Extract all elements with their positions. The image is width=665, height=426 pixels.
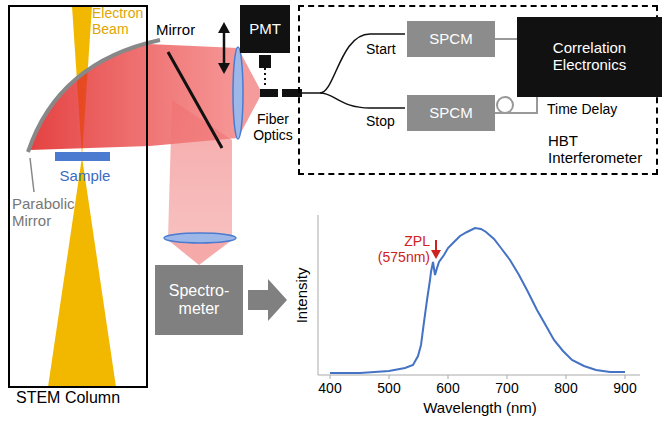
axis xyxy=(318,215,319,375)
electron-beam xyxy=(48,157,116,387)
leader-line xyxy=(30,158,34,192)
zpl-label: ZPL (575nm) xyxy=(370,234,430,265)
tick-label: 400 xyxy=(310,381,350,397)
fiber xyxy=(302,34,405,93)
mirror-label: Parabolic Mirror xyxy=(12,196,84,230)
fiber xyxy=(320,93,405,108)
tick-label: 600 xyxy=(428,381,468,397)
ticks xyxy=(330,375,625,379)
arrowhead xyxy=(431,250,441,259)
spcm-box: SPCM xyxy=(407,95,495,131)
fiber-connector xyxy=(260,89,278,97)
tick-label: 700 xyxy=(487,381,527,397)
pmt-box: PMT xyxy=(240,5,290,53)
node-text: SPCM xyxy=(429,105,472,122)
arrowhead xyxy=(218,22,230,33)
tick-label: 800 xyxy=(546,381,586,397)
fiber-label: Fiber Optics xyxy=(250,112,296,143)
hbt-interferometer: HBT InterferometerSPCMSPCMCorrelation El… xyxy=(298,5,658,175)
fiber-connector xyxy=(259,55,271,68)
node-text: HBT Interferometer xyxy=(548,133,648,167)
node-text: Spectro- meter xyxy=(164,282,234,318)
fiber-dotted xyxy=(264,68,266,88)
channel-label: Start xyxy=(366,42,406,58)
axis xyxy=(318,375,640,376)
edge-label: Time Delay xyxy=(545,102,619,118)
lens xyxy=(164,233,236,243)
mirror xyxy=(168,52,222,148)
signal-line xyxy=(495,38,517,40)
channel-label: Stop xyxy=(366,114,406,130)
spectrometer-box: Spectro- meter xyxy=(155,265,243,335)
node-text: STEM Column xyxy=(16,389,120,407)
spectrum-curve xyxy=(330,228,625,373)
axis-title: Intensity xyxy=(294,265,311,325)
axis-title: Wavelength (nm) xyxy=(390,400,570,417)
sample-label: Sample xyxy=(50,168,120,185)
output-arrow xyxy=(248,279,287,321)
parabolic-mirror xyxy=(28,40,160,152)
node-text: Correlation Electronics xyxy=(517,40,662,74)
light-beam xyxy=(168,100,232,238)
arrowhead xyxy=(218,63,230,74)
tick-label: 500 xyxy=(369,381,409,397)
lens xyxy=(233,47,243,139)
mirror-label: Mirror xyxy=(156,22,214,39)
beam-label: Electron Beam xyxy=(92,6,147,37)
tick-label: 900 xyxy=(605,381,645,397)
signal-line xyxy=(495,97,537,113)
mirror-move-arrow xyxy=(223,30,226,66)
node-text: PMT xyxy=(249,21,281,38)
spcm-box: SPCM xyxy=(407,21,495,57)
sample xyxy=(55,152,110,161)
correlation-electronics-box: Correlation Electronics xyxy=(517,17,662,97)
node-text: SPCM xyxy=(429,31,472,48)
